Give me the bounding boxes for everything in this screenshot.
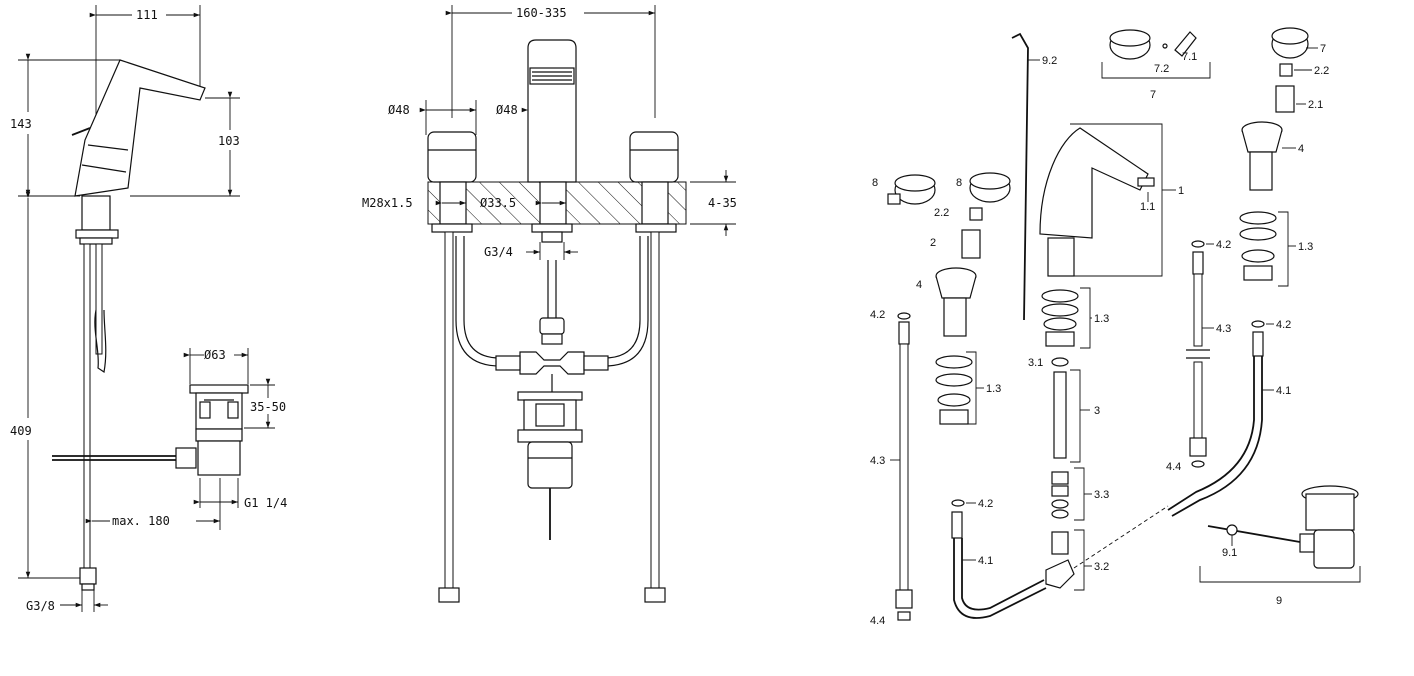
label-7-2: 7.2 (1154, 63, 1169, 75)
dim-143: 143 (10, 117, 32, 131)
dim-g114: G1 1/4 (244, 496, 287, 510)
exploded-view: 9.2 7.2 7.1 7 7 2.2 2.1 4 1.3 (870, 27, 1361, 627)
label-8b: 8 (956, 177, 962, 189)
label-4-2b: 4.2 (1216, 239, 1231, 251)
dim-103: 103 (218, 134, 240, 148)
label-8a: 8 (872, 177, 878, 189)
label-4-4a: 4.4 (870, 615, 885, 627)
label-1-3c: 1.3 (1298, 241, 1313, 253)
label-7a: 7 (1150, 89, 1156, 101)
dim-waste-height: 35-50 (250, 400, 286, 414)
label-9: 9 (1276, 595, 1282, 607)
label-1-3b: 1.3 (1094, 313, 1109, 325)
label-4a: 4 (916, 279, 922, 291)
dim-waste-diameter: Ø63 (204, 348, 226, 362)
label-9-1: 9.1 (1222, 547, 1237, 559)
label-3-2: 3.2 (1094, 561, 1109, 573)
dim-spacing: 160-335 (516, 6, 567, 20)
label-1-3a: 1.3 (986, 383, 1001, 395)
label-2-2b: 2.2 (1314, 65, 1329, 77)
side-view: 111 143 103 409 (10, 5, 287, 613)
label-3-3: 3.3 (1094, 489, 1109, 501)
label-1: 1 (1178, 185, 1184, 197)
label-4-1a: 4.1 (978, 555, 993, 567)
label-4-2a: 4.2 (870, 309, 885, 321)
label-1-1: 1.1 (1140, 201, 1155, 213)
dim-mount-thread: M28x1.5 (362, 196, 413, 210)
label-4-4b: 4.4 (1166, 461, 1181, 473)
label-7-1: 7.1 (1182, 51, 1197, 63)
label-3: 3 (1094, 405, 1100, 417)
label-2-2a: 2.2 (934, 207, 949, 219)
label-4b: 4 (1298, 143, 1304, 155)
label-3-1: 3.1 (1028, 357, 1043, 369)
dim-g38: G3/8 (26, 599, 55, 613)
dim-409: 409 (10, 424, 32, 438)
front-view: 160-335 Ø48 Ø48 4-35 M28x1.5 (362, 5, 737, 603)
dim-111: 111 (136, 8, 158, 22)
label-4-3a: 4.3 (870, 455, 885, 467)
dim-handle-diameter: Ø48 (388, 103, 410, 117)
label-4-2d: 4.2 (1276, 319, 1291, 331)
label-9-2: 9.2 (1042, 55, 1057, 67)
dim-max-180: max. 180 (112, 514, 170, 528)
label-4-2c: 4.2 (978, 498, 993, 510)
label-4-3b: 4.3 (1216, 323, 1231, 335)
label-2-1: 2.1 (1308, 99, 1323, 111)
label-7b: 7 (1320, 43, 1326, 55)
label-4-1b: 4.1 (1276, 385, 1291, 397)
dim-spout-diameter: Ø48 (496, 103, 518, 117)
label-2a: 2 (930, 237, 936, 249)
dim-outlet-thread: G3/4 (484, 245, 513, 259)
dim-hole-diameter: Ø33.5 (480, 196, 516, 210)
dim-deck-thickness: 4-35 (708, 196, 737, 210)
